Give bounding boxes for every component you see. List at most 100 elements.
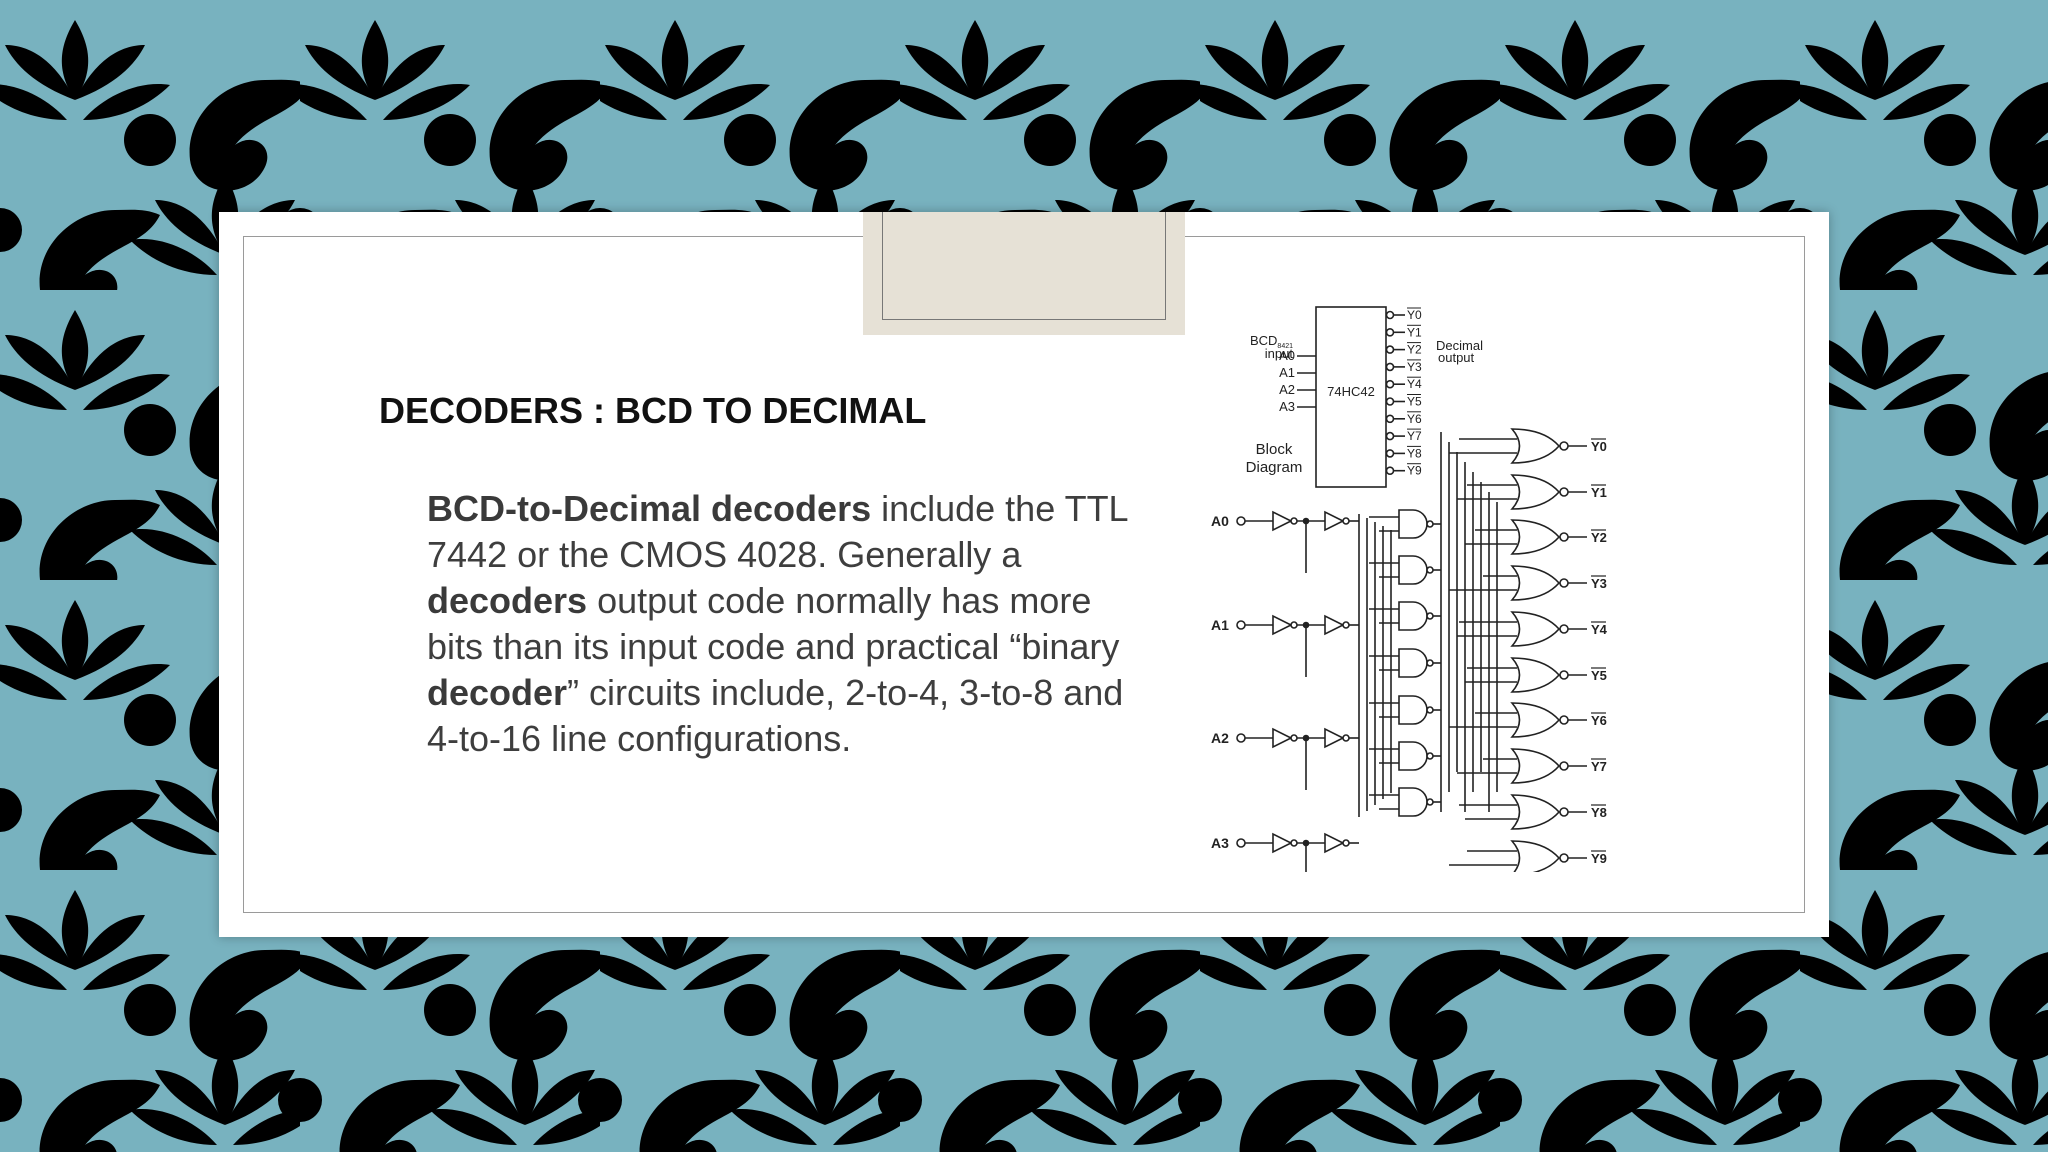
and-gate	[1398, 648, 1428, 678]
output-bubble	[1385, 379, 1395, 389]
paragraph-run: include the TTL 7442 or the CMOS 4028. G…	[427, 488, 1128, 575]
or-gate	[1510, 474, 1561, 510]
block-output-label: Y1	[1407, 325, 1422, 339]
block-output-label: Y9	[1407, 464, 1422, 478]
buffer-gate	[1272, 832, 1293, 854]
slide-paragraph: BCD-to-Decimal decoders include the TTL …	[427, 486, 1147, 762]
inverter-bubble	[1290, 621, 1298, 629]
gate-bubble	[1426, 659, 1434, 667]
or-gate	[1510, 748, 1561, 784]
chip-74hc42	[1315, 306, 1387, 488]
logic-input-label: A2	[1211, 730, 1229, 746]
buffer-gate	[1272, 727, 1293, 749]
inverter-bubble	[1342, 517, 1350, 525]
block-input-label: A2	[1279, 382, 1295, 397]
slide-title: DECODERS : BCD TO DECIMAL	[379, 390, 927, 431]
output-bubble	[1559, 441, 1569, 451]
and-gate	[1398, 741, 1428, 771]
bcd-decoder-diagram: 74HC42 BCD8421 input Decimal output Bloc…	[1211, 306, 1608, 872]
decimal-output-label: Decimal	[1436, 338, 1483, 353]
inverter-bubble	[1342, 621, 1350, 629]
or-gate	[1510, 794, 1561, 830]
block-output-label: Y4	[1407, 377, 1422, 391]
logic-output-label: Y4	[1591, 622, 1608, 637]
block-output-label: Y2	[1407, 343, 1422, 357]
buffer-gate	[1324, 832, 1345, 854]
block-caption-1: Block	[1256, 441, 1293, 458]
inverter-bubble	[1290, 839, 1298, 847]
input-terminal	[1236, 516, 1246, 526]
chip-label: 74HC42	[1327, 384, 1375, 399]
logic-input-label: A1	[1211, 617, 1229, 633]
inverter-bubble	[1342, 839, 1350, 847]
output-bubble	[1385, 345, 1395, 354]
output-bubble	[1559, 715, 1569, 725]
gate-bubble	[1426, 566, 1434, 574]
buffer-gate	[1272, 510, 1293, 532]
input-label-2: input	[1265, 346, 1294, 361]
output-bubble	[1559, 853, 1569, 863]
logic-input-label: A0	[1211, 513, 1229, 529]
logic-output-label: Y3	[1591, 576, 1607, 591]
block-input-label: A0	[1279, 348, 1295, 363]
block-input-label: A3	[1279, 399, 1295, 414]
block-caption-2: Diagram	[1246, 459, 1303, 476]
paragraph-run: decoder	[427, 672, 568, 713]
or-gate	[1510, 611, 1561, 647]
gate-bubble	[1426, 520, 1434, 528]
or-gate	[1510, 565, 1561, 601]
and-gate	[1398, 601, 1428, 631]
output-bubble	[1559, 761, 1569, 771]
gate-bubble	[1426, 612, 1434, 620]
output-bubble	[1559, 670, 1569, 680]
buffer-gate	[1272, 614, 1293, 636]
logic-output-label: Y5	[1591, 668, 1607, 683]
bcd-input-label: BCD8421	[1250, 333, 1293, 350]
paragraph-run: ” circuits include, 2-to-4, 3-to-8 and 4…	[427, 672, 1124, 759]
output-bubble	[1559, 578, 1569, 588]
input-terminal	[1236, 838, 1246, 848]
block-output-label: Y0	[1407, 308, 1422, 322]
block-output-label: Y5	[1407, 395, 1422, 409]
and-gate	[1398, 787, 1428, 817]
inverter-bubble	[1290, 517, 1298, 525]
output-bubble	[1385, 310, 1395, 320]
inverter-bubble	[1342, 734, 1350, 742]
inverter-bubble	[1290, 734, 1298, 742]
logic-output-label: Y1	[1591, 485, 1607, 500]
paragraph-run: output code normally has more bits than …	[427, 580, 1120, 667]
and-gate	[1398, 555, 1428, 585]
or-gate	[1510, 428, 1561, 464]
paragraph-run: decoders	[427, 580, 588, 621]
input-terminal	[1236, 620, 1246, 630]
gate-bubble	[1426, 706, 1434, 714]
card-tab-box	[882, 212, 1166, 320]
or-gate	[1510, 840, 1561, 872]
output-bubble	[1385, 327, 1395, 337]
card-tab	[863, 212, 1185, 335]
output-bubble	[1559, 624, 1569, 634]
block-output-label: Y7	[1407, 429, 1422, 443]
logic-output-label: Y7	[1591, 759, 1607, 774]
output-bubble	[1385, 466, 1395, 475]
or-gate	[1510, 519, 1561, 555]
logic-output-label: Y6	[1591, 713, 1607, 728]
output-bubble	[1385, 414, 1395, 424]
or-gate	[1510, 657, 1561, 693]
paragraph-run: BCD-to-Decimal decoders	[427, 488, 872, 529]
output-bubble	[1559, 807, 1569, 817]
output-bubble	[1385, 397, 1395, 406]
logic-output-label: Y0	[1591, 439, 1607, 454]
buffer-gate	[1324, 510, 1345, 532]
block-output-label: Y6	[1407, 412, 1422, 426]
block-output-label: Y3	[1407, 360, 1422, 374]
buffer-gate	[1324, 614, 1345, 636]
block-input-label: A1	[1279, 365, 1295, 380]
and-gate	[1398, 695, 1428, 725]
input-terminal	[1236, 733, 1246, 743]
output-label-2: output	[1438, 350, 1475, 365]
gate-bubble	[1426, 798, 1434, 806]
